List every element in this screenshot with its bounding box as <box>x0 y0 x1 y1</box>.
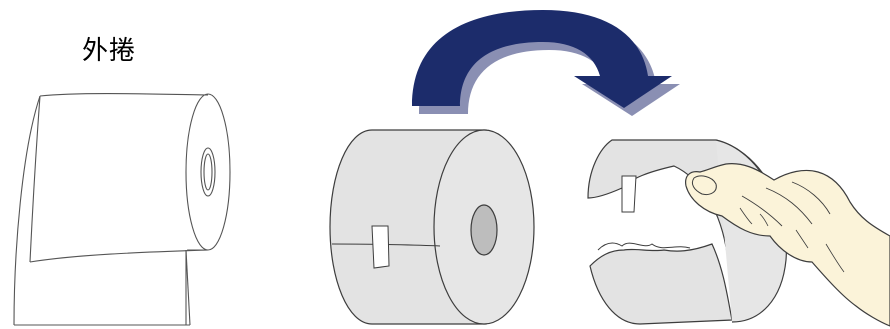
paper-roll-outline <box>14 94 230 325</box>
transfer-arrow <box>412 10 680 116</box>
gray-paper-roll <box>330 130 534 324</box>
transfer-arrow-body <box>412 10 672 108</box>
split-tape-tab <box>622 176 636 212</box>
tape-tab <box>372 226 389 268</box>
